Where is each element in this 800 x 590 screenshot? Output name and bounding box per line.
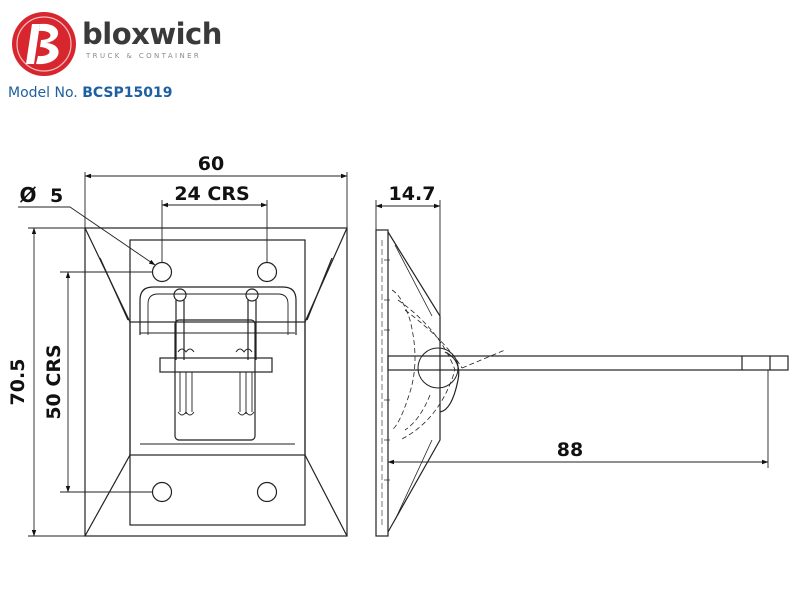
side-view [375, 229, 789, 537]
bloxwich-logo-icon [12, 12, 76, 76]
front-dimensions [18, 172, 348, 537]
dim-overall-width: 60 [198, 153, 224, 175]
brand-name: bloxwich [82, 17, 222, 51]
front-view [84, 227, 348, 537]
mounting-hole-tr [256, 261, 278, 283]
mounting-hole-br [256, 481, 278, 503]
mounting-hole-tl [151, 261, 173, 283]
model-label: Model No. [8, 85, 78, 101]
diameter-symbol: Ø [19, 183, 36, 207]
model-number: Model No. BCSP15019 [8, 86, 172, 100]
dim-hole-centres-h: 24 CRS [174, 183, 249, 205]
model-value: BCSP15019 [82, 85, 173, 101]
side-dimensions [375, 200, 769, 468]
dim-depth: 14.7 [389, 183, 436, 205]
dim-hole-centres-v: 50 CRS [43, 344, 65, 419]
brand-tagline: TRUCK & CONTAINER [86, 52, 202, 60]
dim-pin-length: 88 [557, 439, 583, 461]
mounting-hole-bl [151, 481, 173, 503]
dim-overall-height: 70.5 [7, 359, 29, 406]
dim-hole-diameter: 5 [50, 185, 63, 207]
